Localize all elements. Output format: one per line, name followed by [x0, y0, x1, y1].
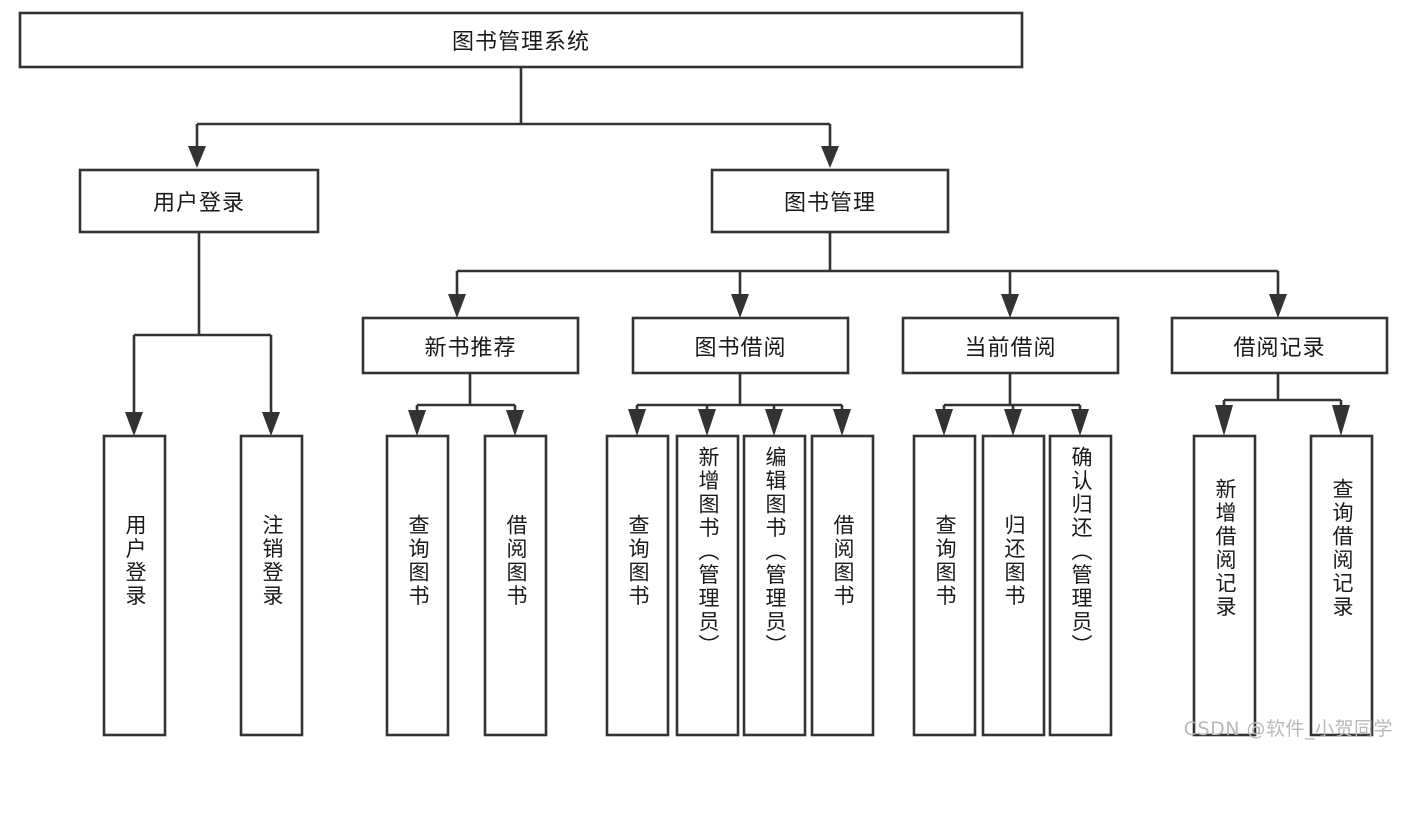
arrow-head-bb-leaf-3: [765, 409, 783, 436]
node-leaf-br-add-box[interactable]: [1192, 434, 1257, 737]
arrow-head-cb-leaf-2: [1004, 409, 1022, 436]
arrow-head-br-leaf-1: [1215, 405, 1233, 436]
csdn-watermark: CSDN @软件_小贺同学: [1183, 718, 1393, 740]
arrow-head-bb-leaf-4: [833, 409, 851, 436]
arrow-head-cb-leaf-1: [935, 409, 953, 436]
arrow-head-bb-leaf-2: [698, 409, 716, 436]
node-leaf-nb-query-box[interactable]: [385, 434, 450, 737]
node-leaf-nb-borrow-box[interactable]: [483, 434, 548, 737]
arrow-head-new-book: [448, 294, 466, 318]
diagram-canvas: [18, 11, 1389, 737]
arrow-head-nb-leaf-1: [408, 410, 426, 436]
node-root-box[interactable]: [18, 11, 1024, 69]
node-leaf-bb-query-box[interactable]: [605, 434, 670, 737]
node-new-book-box[interactable]: [361, 316, 580, 375]
node-user-login-box[interactable]: [78, 168, 320, 234]
node-leaf-cb-return-box[interactable]: [981, 434, 1046, 737]
arrow-head-bb-leaf-1: [628, 409, 646, 436]
node-leaf-br-query-box[interactable]: [1309, 434, 1374, 737]
arrow-head-borrow-records: [1269, 294, 1287, 318]
node-current-borrow-box[interactable]: [901, 316, 1120, 375]
arrow-head-leaf-logout: [262, 412, 280, 436]
arrow-head-cb-leaf-3: [1071, 409, 1089, 436]
arrow-head-current-borrow: [1001, 294, 1019, 318]
node-leaf-bb-edit-box[interactable]: [742, 434, 807, 737]
arrow-head-br-leaf-2: [1332, 405, 1350, 436]
node-leaf-user-login-box[interactable]: [102, 434, 167, 737]
node-leaf-bb-borrow-box[interactable]: [810, 434, 875, 737]
node-leaf-cb-confirm-box[interactable]: [1048, 434, 1113, 737]
node-book-manage-box[interactable]: [710, 168, 950, 234]
node-leaf-cb-query-box[interactable]: [912, 434, 977, 737]
arrow-head-nb-leaf-2: [506, 410, 524, 436]
hierarchy-diagram: 图书管理系统 用户登录 图书管理 新书推荐 图书借阅 当前借阅 借阅记录 用户登…: [18, 11, 1393, 740]
node-book-borrow-box[interactable]: [631, 316, 850, 375]
node-leaf-logout-box[interactable]: [239, 434, 304, 737]
arrow-head-user-login: [188, 146, 206, 168]
arrow-head-book-manage: [821, 146, 839, 168]
arrow-head-leaf-user-login: [125, 412, 143, 436]
node-leaf-bb-add-box[interactable]: [675, 434, 740, 737]
arrow-head-book-borrow: [731, 294, 749, 318]
node-borrow-records-box[interactable]: [1170, 316, 1389, 375]
